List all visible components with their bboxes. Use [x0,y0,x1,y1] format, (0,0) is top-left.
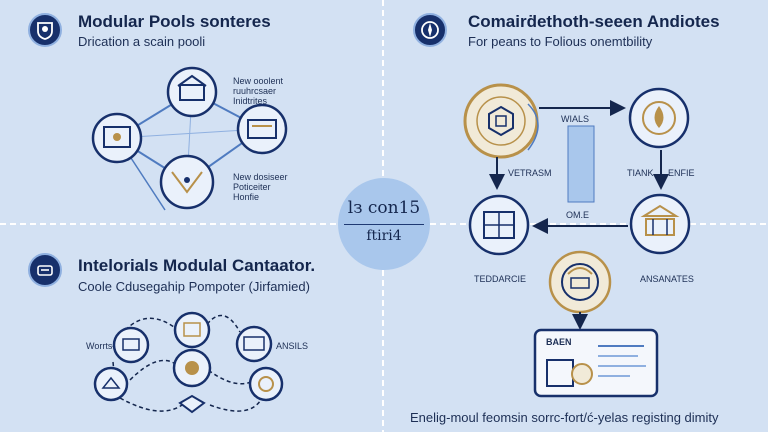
top-right-title: Comairḋethoth-seeen Andiotes [468,12,720,31]
tr-label-vetrasm: VETRASM [508,168,552,178]
tl-note-top-line: Inidtrites [233,96,268,106]
tr-label-tiank: TIANK [627,168,654,178]
bl-label-worrts: Worrts [86,341,113,351]
tr-card-heading: BAEN [546,337,572,347]
tl-note-bottom-line: Poticeiter [233,182,271,192]
bottom-right-footer: Enelig-moul feomsin sorrc-fort/ć-yelas r… [410,410,719,425]
center-badge-line1: lз con15 [347,198,421,218]
tr-node-drop [628,87,690,149]
tr-label-wrials: WIALS [561,114,590,124]
tr-label-ome: OM.E [566,210,590,220]
tr-label-enfie: ENFIE [668,168,695,178]
bl-node-2 [173,311,211,349]
tl-note-bottom-line: Honfie [233,192,260,202]
bottom-left-title: Intelorials Modulal Cantaator. [78,256,316,275]
bl-node-6 [248,366,284,402]
bl-node-7 [178,394,206,414]
tr-node-center [548,250,612,314]
tl-note-top: New ooolent ruuhrcsaer Inidtrites [233,76,283,106]
tl-note-bottom: New dosiseer Poticeiter Honfie [233,172,288,202]
lion-shield-icon [28,13,62,47]
tl-note-bottom-line: New dosiseer [233,172,288,182]
center-badge-line2: ftiri4 [366,228,402,244]
top-left-subtitle: Drication a scain pooli [78,34,206,49]
tl-note-top-line: ruuhrcsaer [233,86,277,96]
tr-label-teddarcie: TEDDARCIE [474,274,527,284]
center-badge-divider [344,224,424,225]
compass-emblem-icon [413,13,447,47]
tl-note-top-line: New ooolent [233,76,284,86]
top-right-subtitle: For peans to Folious onemtbility [468,34,653,49]
bl-label-ansils: ANSILS [276,341,309,351]
top-left-title: Modular Pools sonteres [78,12,271,31]
tr-node-grid [468,194,530,256]
tr-info-card [533,328,659,398]
bottom-left-subtitle: Coole Cdusegahip Pompoter (Jirfamied) [78,279,310,294]
tr-node-temple [629,193,691,255]
tr-node-gold [463,83,539,159]
bl-node-1 [112,326,150,364]
tr-label-ansanates: ANSANATES [640,274,694,284]
center-badge: lз con15 ftiri4 [338,178,430,270]
tl-node-left [91,112,143,164]
bl-node-3 [235,325,273,363]
tl-node-top [166,66,218,118]
bl-node-5 [93,366,129,402]
tr-flow-arrows [489,100,669,330]
tl-node-bottom [159,154,215,210]
lsr-emblem-icon [28,253,62,287]
bl-node-4 [172,348,212,388]
tr-center-bar [567,125,595,203]
tl-node-right [236,103,288,155]
